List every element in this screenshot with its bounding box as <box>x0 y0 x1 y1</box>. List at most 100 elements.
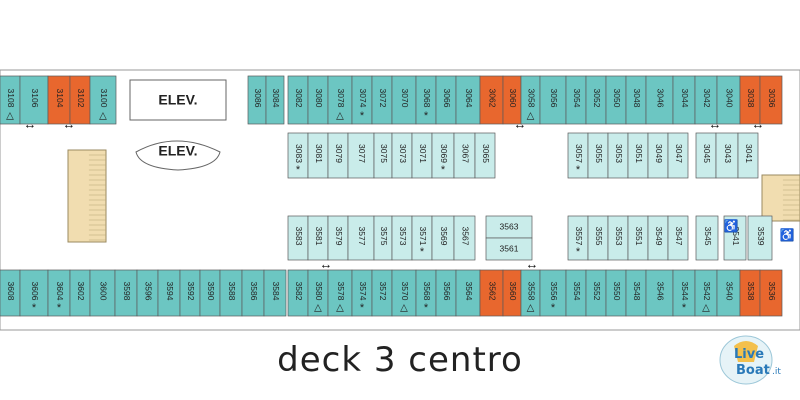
cabin-3608[interactable]: 3608 <box>0 269 21 317</box>
cabin-3578[interactable]: 3578△ <box>327 269 353 317</box>
cabin-3042[interactable]: 3042 <box>694 75 718 125</box>
cabin-3069[interactable]: 3069* <box>431 132 455 179</box>
cabin-3570[interactable]: 3570△ <box>391 269 417 317</box>
cabin-3573[interactable]: 3573 <box>391 215 413 261</box>
cabin-3600[interactable]: 3600 <box>89 269 116 317</box>
cabin-3604[interactable]: 3604* <box>47 269 71 317</box>
cabin-3584[interactable]: 3584 <box>263 269 287 317</box>
cabin-3568[interactable]: 3568* <box>415 269 437 317</box>
cabin-3050[interactable]: 3050 <box>605 75 627 125</box>
cabin-3554[interactable]: 3554 <box>565 269 587 317</box>
cabin-3547[interactable]: 3547 <box>667 215 689 261</box>
cabin-3586[interactable]: 3586 <box>241 269 265 317</box>
cabin-3577[interactable]: 3577 <box>347 215 375 261</box>
cabin-3548[interactable]: 3548 <box>625 269 647 317</box>
cabin-3540[interactable]: 3540 <box>716 269 741 317</box>
cabin-3545[interactable]: 3545 <box>695 215 719 261</box>
cabin-3057[interactable]: 3057* <box>567 132 589 179</box>
cabin-3106[interactable]: 3106 <box>19 75 49 125</box>
cabin-3598[interactable]: 3598 <box>114 269 138 317</box>
cabin-3044[interactable]: 3044 <box>672 75 696 125</box>
cabin-3053[interactable]: 3053 <box>607 132 629 179</box>
cabin-3550[interactable]: 3550 <box>605 269 627 317</box>
cabin-3558[interactable]: 3558△ <box>520 269 541 317</box>
cabin-3047[interactable]: 3047 <box>667 132 689 179</box>
cabin-3563[interactable]: 3563 <box>485 215 533 239</box>
cabin-3556[interactable]: 3556* <box>539 269 567 317</box>
cabin-3553[interactable]: 3553 <box>607 215 629 261</box>
cabin-3583[interactable]: 3583 <box>287 215 309 261</box>
cabin-3104[interactable]: 3104 <box>47 75 71 125</box>
cabin-3055[interactable]: 3055 <box>587 132 609 179</box>
cabin-3082[interactable]: 3082 <box>287 75 309 125</box>
cabin-3064[interactable]: 3064 <box>455 75 481 125</box>
cabin-3068[interactable]: 3068* <box>415 75 437 125</box>
cabin-3081[interactable]: 3081 <box>307 132 329 179</box>
cabin-3078[interactable]: 3078△ <box>327 75 353 125</box>
cabin-3036[interactable]: 3036 <box>759 75 783 125</box>
cabin-3536[interactable]: 3536 <box>759 269 783 317</box>
cabin-3606[interactable]: 3606* <box>19 269 49 317</box>
cabin-3551[interactable]: 3551 <box>627 215 649 261</box>
cabin-3590[interactable]: 3590 <box>199 269 221 317</box>
cabin-3041[interactable]: 3041 <box>737 132 759 179</box>
cabin-3561[interactable]: 3561 <box>485 237 533 261</box>
cabin-3062[interactable]: 3062 <box>479 75 504 125</box>
cabin-3574[interactable]: 3574* <box>351 269 373 317</box>
cabin-3549[interactable]: 3549 <box>647 215 669 261</box>
cabin-3086[interactable]: 3086 <box>247 75 267 125</box>
cabin-3073[interactable]: 3073 <box>391 132 413 179</box>
cabin-3048[interactable]: 3048 <box>625 75 647 125</box>
cabin-3080[interactable]: 3080 <box>307 75 329 125</box>
cabin-3567[interactable]: 3567 <box>453 215 476 261</box>
cabin-3539[interactable]: 3539 <box>747 215 773 261</box>
cabin-3560[interactable]: 3560 <box>502 269 522 317</box>
cabin-3066[interactable]: 3066 <box>435 75 457 125</box>
cabin-3538[interactable]: 3538 <box>739 269 761 317</box>
cabin-3544[interactable]: 3544* <box>672 269 696 317</box>
cabin-3046[interactable]: 3046 <box>645 75 674 125</box>
cabin-3083[interactable]: 3083* <box>287 132 309 179</box>
cabin-3054[interactable]: 3054 <box>565 75 587 125</box>
cabin-3049[interactable]: 3049 <box>647 132 669 179</box>
cabin-3542[interactable]: 3542△ <box>694 269 718 317</box>
cabin-3070[interactable]: 3070 <box>391 75 417 125</box>
cabin-3074[interactable]: 3074* <box>351 75 373 125</box>
cabin-3575[interactable]: 3575 <box>373 215 393 261</box>
cabin-3056[interactable]: 3056 <box>539 75 567 125</box>
cabin-3564[interactable]: 3564 <box>455 269 481 317</box>
cabin-3596[interactable]: 3596 <box>136 269 159 317</box>
cabin-3077[interactable]: 3077 <box>347 132 375 179</box>
cabin-3579[interactable]: 3579 <box>327 215 349 261</box>
cabin-3108[interactable]: 3108△ <box>0 75 21 125</box>
cabin-3588[interactable]: 3588 <box>219 269 243 317</box>
cabin-3580[interactable]: 3580△ <box>307 269 329 317</box>
cabin-3072[interactable]: 3072 <box>371 75 393 125</box>
cabin-3566[interactable]: 3566 <box>435 269 457 317</box>
cabin-3557[interactable]: 3557* <box>567 215 589 261</box>
cabin-3555[interactable]: 3555 <box>587 215 609 261</box>
cabin-3602[interactable]: 3602 <box>69 269 91 317</box>
cabin-3546[interactable]: 3546 <box>645 269 674 317</box>
cabin-3594[interactable]: 3594 <box>157 269 181 317</box>
cabin-3071[interactable]: 3071 <box>411 132 433 179</box>
cabin-3541[interactable]: 3541 <box>723 215 747 261</box>
cabin-3065[interactable]: 3065 <box>474 132 496 179</box>
cabin-3592[interactable]: 3592 <box>179 269 201 317</box>
cabin-3562[interactable]: 3562 <box>479 269 504 317</box>
cabin-3043[interactable]: 3043 <box>715 132 739 179</box>
cabin-3569[interactable]: 3569 <box>431 215 455 261</box>
cabin-3045[interactable]: 3045 <box>695 132 717 179</box>
cabin-3552[interactable]: 3552 <box>585 269 607 317</box>
cabin-3571[interactable]: 3571* <box>411 215 433 261</box>
cabin-3100[interactable]: 3100△ <box>89 75 117 125</box>
cabin-3079[interactable]: 3079 <box>327 132 349 179</box>
cabin-3067[interactable]: 3067 <box>453 132 476 179</box>
cabin-3572[interactable]: 3572 <box>371 269 393 317</box>
cabin-3582[interactable]: 3582 <box>287 269 309 317</box>
cabin-3084[interactable]: 3084 <box>265 75 285 125</box>
cabin-3075[interactable]: 3075 <box>373 132 393 179</box>
cabin-3051[interactable]: 3051 <box>627 132 649 179</box>
cabin-3581[interactable]: 3581 <box>307 215 329 261</box>
cabin-3052[interactable]: 3052 <box>585 75 607 125</box>
